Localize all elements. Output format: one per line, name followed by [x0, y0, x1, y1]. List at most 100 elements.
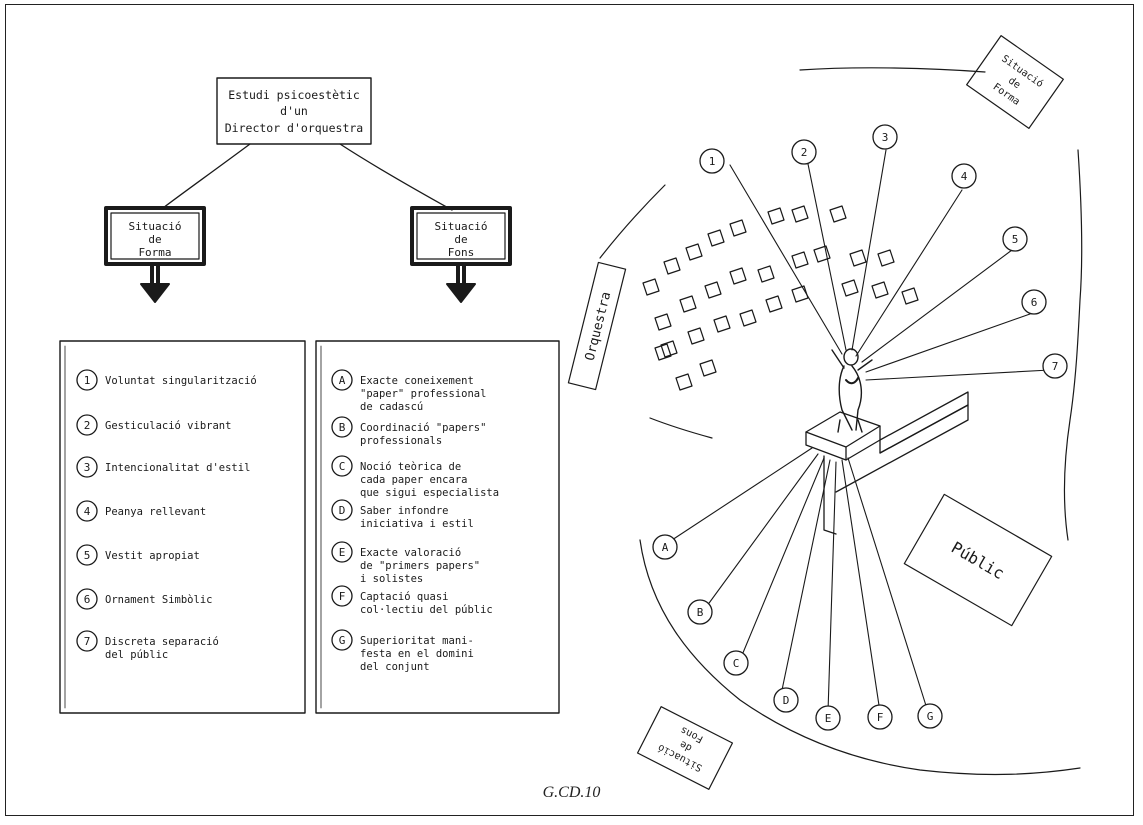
forma-number-circle [1021, 289, 1047, 315]
forma-list-item-marker [76, 500, 98, 522]
forma-list-item-number: 5 [84, 549, 91, 562]
forma-number-circle [872, 124, 898, 150]
fons-list-item-number: A [339, 374, 346, 387]
orquestra-label: Orquestra [583, 290, 615, 362]
fons-list-item-marker [331, 585, 353, 607]
stage-curve-left [599, 184, 666, 259]
fons-list-item-text: Exacte valoració [360, 547, 461, 559]
forma-box-line-2: de [148, 233, 161, 246]
forma-number-label: 6 [1031, 296, 1038, 309]
fons-letter-circle [687, 599, 713, 625]
forma-rays [729, 149, 1051, 381]
forma-number-label: 2 [801, 146, 808, 159]
forma-list-item-text: Voluntat singularització [105, 375, 257, 387]
fons-letter-label: C [733, 657, 740, 670]
podium [805, 391, 969, 535]
forma-list-item-marker [76, 414, 98, 436]
title-line-1: Estudi psicoestètic [228, 88, 360, 102]
figure-frame [5, 4, 1134, 816]
fons-box-line-1: Situació [435, 220, 488, 233]
fons-list-item-text: festa en el domini [360, 648, 474, 660]
fons-list-item-text: de cadascú [360, 401, 423, 413]
forma-number-label: 1 [709, 155, 716, 168]
forma-list-item: 6 Ornament Simbòlic [76, 588, 212, 610]
orchestra-chairs [642, 205, 919, 391]
fons-list-item-marker [331, 455, 353, 477]
forma-number-label: 4 [961, 170, 968, 183]
fons-rays [671, 447, 929, 713]
fons-list-item-text: Saber infondre [360, 505, 449, 517]
figure-caption: G.CD.10 [542, 784, 601, 801]
fons-letter-label: A [662, 541, 669, 554]
fons-list-item-text: Coordinació "papers" [360, 422, 486, 434]
fons-letter-circle [867, 704, 893, 730]
forma-number-circle [1002, 226, 1028, 252]
forma-number-circle [1042, 353, 1068, 379]
fons-down-arrow [446, 263, 476, 303]
forma-list-item-number: 6 [84, 593, 91, 606]
forma-box [104, 206, 206, 266]
fons-list-panel [315, 340, 560, 714]
forma-list-item-text: Peanya rellevant [105, 506, 206, 518]
fons-list-item-text: que sigui especialista [360, 487, 499, 499]
forma-list-item: 4 Peanya rellevant [76, 500, 206, 522]
forma-list-item-marker [76, 456, 98, 478]
corner-forma-line-1: Situació [999, 53, 1045, 90]
forma-list-item-marker [76, 544, 98, 566]
fons-list-item-text: Exacte coneixement [360, 375, 474, 387]
fons-letter-label: G [927, 710, 934, 723]
stage-curve-top [799, 67, 986, 73]
connector-left [162, 143, 251, 209]
stage-curve-bottom-left [649, 417, 713, 439]
forma-list-item-marker [76, 588, 98, 610]
forma-list-item-number: 4 [84, 505, 91, 518]
fons-letter-label: D [783, 694, 790, 707]
fons-list-item-number: B [339, 421, 346, 434]
fons-list-item-text: professionals [360, 435, 442, 447]
forma-number-circle [951, 163, 977, 189]
forma-list-item-number: 7 [84, 635, 91, 648]
fons-list-item-text: i solistes [360, 573, 423, 585]
forma-list-item: 5 Vestit apropiat [76, 544, 200, 566]
conductor-figure [831, 348, 873, 433]
forma-number-label: 7 [1052, 360, 1059, 373]
forma-box-line-1: Situació [129, 220, 182, 233]
audience-curve-bottom [639, 539, 1081, 776]
title-line-2: d'un [280, 104, 308, 118]
fons-box-line-2: de [454, 233, 467, 246]
stage-curve-right [1063, 149, 1083, 541]
forma-number-circle [791, 139, 817, 165]
title-box [216, 77, 372, 145]
fons-letter-circle [723, 650, 749, 676]
fons-list-item-marker [331, 416, 353, 438]
forma-list-item-text: Vestit apropiat [105, 550, 200, 562]
fons-letter-circle [652, 534, 678, 560]
fons-list-item-number: G [339, 634, 346, 647]
forma-number-label: 5 [1012, 233, 1019, 246]
forma-list-item-text: Discreta separació [105, 636, 219, 648]
fons-list-item-number: C [339, 460, 346, 473]
public-label: Públic [948, 538, 1008, 583]
fons-list-item-text: cada paper encara [360, 474, 467, 486]
fons-list-item-text: iniciativa i estil [360, 518, 474, 530]
forma-list-item-text: Ornament Simbòlic [105, 594, 212, 606]
forma-list-item-number: 2 [84, 419, 91, 432]
fons-list-item-marker [331, 499, 353, 521]
corner-fons-box: Situació de Fons [636, 706, 734, 790]
fons-list-item-marker [331, 541, 353, 563]
fons-letter-label: B [697, 606, 704, 619]
fons-box-line-3: Fons [448, 246, 475, 259]
fons-list-item-marker [331, 629, 353, 651]
fons-list-item-text: de "primers papers" [360, 560, 480, 572]
forma-box-line-3: Forma [138, 246, 171, 259]
